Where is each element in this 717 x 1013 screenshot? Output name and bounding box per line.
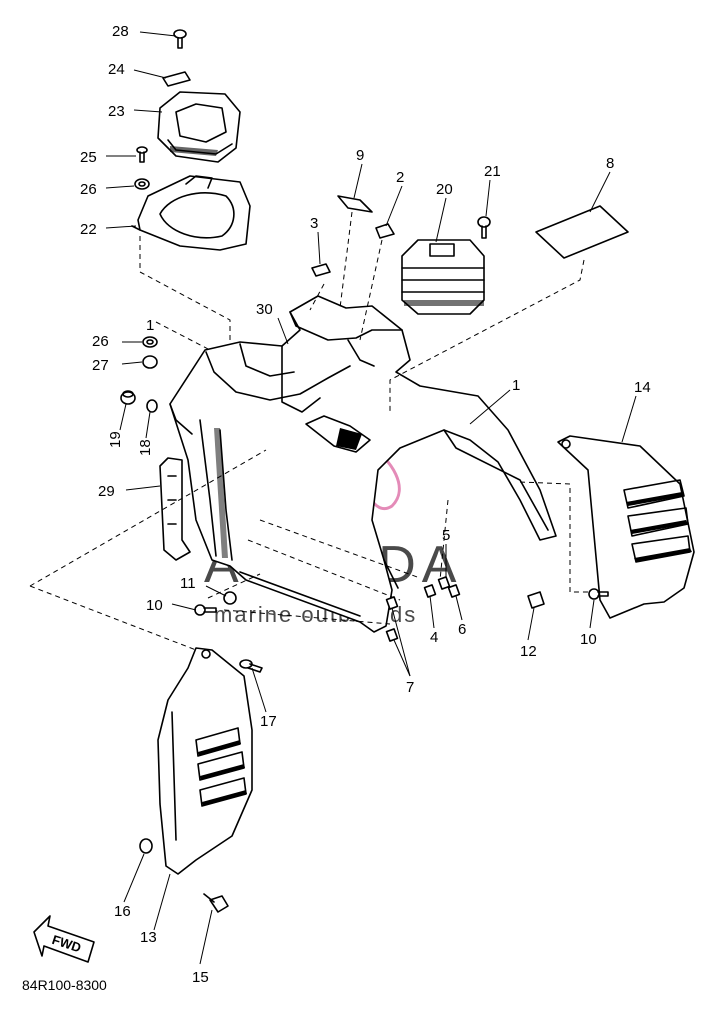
part-10-bolt-right: [588, 588, 609, 600]
callout-24: 24: [108, 61, 125, 78]
callout-15: 15: [192, 969, 209, 986]
part-27-collar: [142, 355, 158, 369]
part-5-clip: [437, 576, 451, 590]
assembly-lines: [29, 211, 588, 651]
callout-25: 25: [80, 149, 97, 166]
callout-1-top: 1: [146, 317, 154, 334]
part-13-left-cover: [157, 647, 253, 875]
part-17-screw: [239, 659, 263, 673]
callout-27: 27: [92, 357, 109, 374]
callout-18: 18: [137, 439, 154, 456]
callout-9: 9: [356, 147, 364, 164]
callout-21: 21: [484, 163, 501, 180]
callout-19: 19: [107, 431, 124, 448]
callout-3: 3: [310, 215, 318, 232]
part-8-sheet: [535, 205, 629, 259]
part-19-nut: [120, 390, 136, 405]
callout-14: 14: [634, 379, 651, 396]
callout-16: 16: [114, 903, 131, 920]
part-2-clip: [375, 223, 395, 239]
part-3-clip: [311, 263, 331, 277]
fwd-arrow-icon: FWD: [33, 915, 95, 963]
callout-29: 29: [98, 483, 115, 500]
part-15-bolt: [203, 893, 229, 913]
callout-2: 2: [396, 169, 404, 186]
callout-8: 8: [606, 155, 614, 172]
callout-30: 30: [256, 301, 273, 318]
callout-11: 11: [180, 575, 196, 592]
callout-4: 4: [430, 629, 438, 646]
part-26-grommet-left: [142, 336, 158, 348]
part-14-right-cover: [557, 435, 695, 619]
part-22-holder: [131, 175, 251, 251]
callout-28: 28: [112, 23, 129, 40]
part-28-screw: [173, 29, 187, 49]
part-10-bolt-left: [194, 604, 217, 616]
part-16-grommet: [139, 838, 153, 854]
part-6-clip: [447, 584, 461, 598]
part-1-main-cover: [169, 295, 557, 633]
callout-20: 20: [436, 181, 453, 198]
callout-26-top: 26: [80, 181, 97, 198]
callout-6: 6: [458, 621, 466, 638]
part-4-clip: [423, 584, 437, 598]
callout-13: 13: [140, 929, 157, 946]
part-20-junction-box: [401, 239, 485, 315]
part-29-plate: [159, 457, 191, 561]
part-7-clips: [385, 596, 399, 642]
callout-22: 22: [80, 221, 97, 238]
callout-7: 7: [406, 679, 414, 696]
part-18-washer: [146, 399, 158, 413]
callout-23: 23: [108, 103, 125, 120]
part-24-plate: [162, 71, 191, 87]
part-21-screw: [477, 216, 491, 239]
part-25-bolt: [136, 146, 148, 163]
part-26-grommet-top: [134, 178, 150, 190]
callout-26-left: 26: [92, 333, 109, 350]
part-12-nut: [527, 591, 545, 609]
part-11-grommet: [223, 591, 237, 605]
part-9-clip: [337, 195, 373, 213]
callout-10-left: 10: [146, 597, 163, 614]
leader-lines: [105, 31, 637, 965]
callout-17: 17: [260, 713, 277, 730]
diagram-code: 84R100-8300: [22, 977, 107, 993]
callout-1-right: 1: [512, 377, 520, 394]
callout-10-right: 10: [580, 631, 597, 648]
callout-5: 5: [442, 527, 450, 544]
callouts: 28 24 23 25 26 22 9 2 20 21 8 3 30 1 26 …: [80, 23, 651, 986]
part-23-inner-box: [157, 91, 241, 163]
callout-12: 12: [520, 643, 537, 660]
